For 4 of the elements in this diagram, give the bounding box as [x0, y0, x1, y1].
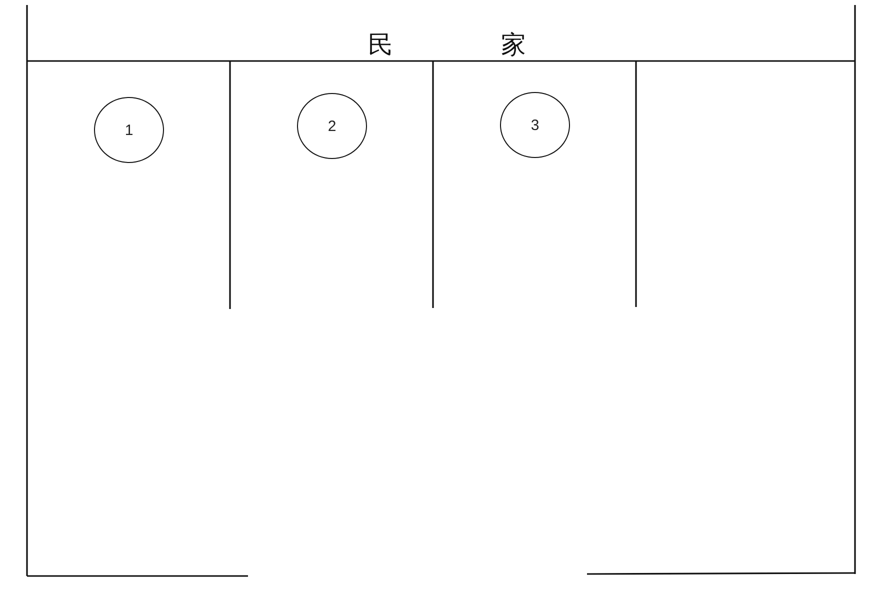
- number-circle: 1: [94, 97, 164, 163]
- number-circle: 3: [500, 92, 570, 158]
- house-label: 民 家: [368, 30, 526, 60]
- number-circle: 2: [297, 93, 367, 159]
